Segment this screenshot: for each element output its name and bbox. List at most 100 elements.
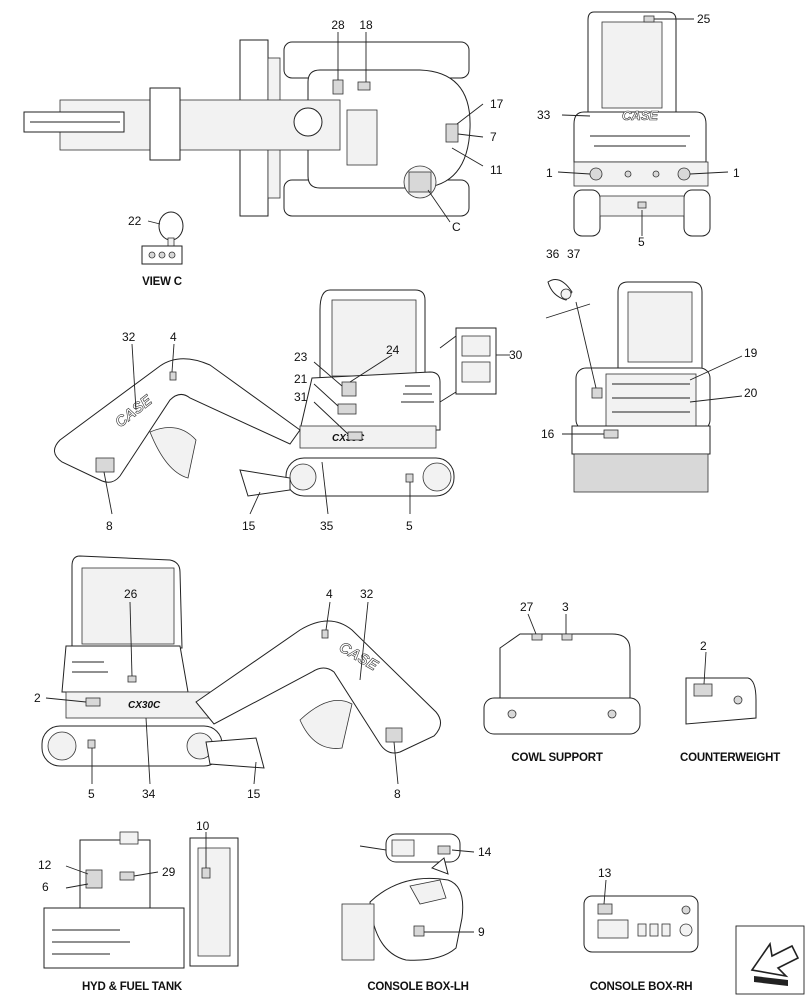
caption-cowl-support: COWL SUPPORT bbox=[511, 752, 602, 764]
joystick-knob bbox=[158, 211, 184, 241]
track-rear-left bbox=[573, 189, 601, 237]
callout-10: 10 bbox=[196, 819, 210, 833]
rear-view-leaders bbox=[557, 18, 729, 236]
console-box-lh-part bbox=[341, 833, 475, 961]
callout-37: 37 bbox=[567, 247, 581, 261]
decal-26 bbox=[127, 675, 137, 683]
callout-19: 19 bbox=[744, 346, 758, 360]
callout-26: 26 bbox=[124, 587, 138, 601]
engine-hood-side bbox=[299, 371, 441, 431]
decal-2-left bbox=[85, 697, 101, 707]
decal-4-left bbox=[321, 629, 329, 639]
track-block-rear bbox=[573, 453, 709, 493]
decal-2-counterweight bbox=[693, 683, 713, 697]
decal-8-side bbox=[95, 457, 115, 473]
decal-4-side bbox=[169, 371, 177, 381]
decal-27 bbox=[531, 633, 543, 641]
callout-28: 28 bbox=[331, 18, 345, 32]
cowl-support-part bbox=[483, 613, 641, 735]
top-view-leaders bbox=[337, 32, 484, 223]
decal-29 bbox=[119, 871, 135, 881]
bucket-left bbox=[299, 700, 353, 749]
decal-c bbox=[408, 171, 432, 193]
bucket-side bbox=[149, 427, 197, 479]
decal-18 bbox=[357, 81, 371, 91]
rear-view-machine: CASE bbox=[573, 11, 711, 237]
decal-10 bbox=[201, 867, 211, 879]
console-lh-side-block bbox=[341, 903, 375, 961]
callout-1-right: 1 bbox=[733, 166, 740, 180]
callout-27: 27 bbox=[520, 600, 534, 614]
decal-25 bbox=[643, 15, 655, 23]
left-view-leaders bbox=[45, 601, 399, 785]
counterweight-part bbox=[685, 651, 757, 725]
console-box-rh-part bbox=[583, 879, 699, 953]
arrow-nav-icon[interactable] bbox=[735, 925, 805, 995]
model-badge-left: CX30C bbox=[128, 700, 161, 711]
callout-17: 17 bbox=[490, 97, 504, 111]
decal-16 bbox=[603, 429, 619, 439]
cowl-base bbox=[483, 697, 641, 735]
decal-31 bbox=[347, 431, 363, 441]
callout-36: 36 bbox=[546, 247, 560, 261]
caption-view-c: VIEW C bbox=[142, 276, 182, 288]
decal-14 bbox=[437, 845, 451, 855]
callout-5-rear: 5 bbox=[638, 235, 645, 249]
decal-6-12 bbox=[85, 869, 103, 889]
decal-7 bbox=[445, 123, 459, 143]
lower-frame bbox=[571, 425, 711, 455]
callout-32-side: 32 bbox=[122, 330, 136, 344]
decal-5-left bbox=[87, 739, 96, 749]
decal-21 bbox=[337, 403, 357, 415]
callout-34: 34 bbox=[142, 787, 156, 801]
decal-19-area bbox=[591, 387, 603, 399]
callout-2-counterweight: 2 bbox=[700, 639, 707, 653]
callout-16: 16 bbox=[541, 427, 555, 441]
hyd-fuel-tank-part bbox=[43, 831, 239, 969]
arrow-glyph bbox=[750, 941, 800, 978]
decal-28 bbox=[332, 79, 344, 95]
rear-open-leaders bbox=[562, 355, 743, 435]
deck-side bbox=[299, 425, 437, 449]
callout-32-left: 32 bbox=[360, 587, 374, 601]
dozer-blade-side bbox=[239, 469, 291, 497]
callout-2-left: 2 bbox=[34, 691, 41, 705]
callout-22: 22 bbox=[128, 214, 142, 228]
side-view-leaders bbox=[103, 343, 510, 515]
caption-console-lh: CONSOLE BOX-LH bbox=[367, 981, 468, 993]
tank-lower bbox=[43, 907, 185, 969]
callout-33: 33 bbox=[537, 108, 551, 122]
callout-18: 18 bbox=[359, 18, 373, 32]
rear-cab-decal-inset bbox=[439, 327, 497, 403]
callout-9: 9 bbox=[478, 925, 485, 939]
callout-24: 24 bbox=[386, 343, 400, 357]
view-c-joystick bbox=[141, 211, 184, 265]
callout-30: 30 bbox=[509, 348, 523, 362]
callout-23: 23 bbox=[294, 350, 308, 364]
callout-29: 29 bbox=[162, 865, 176, 879]
callout-4-left: 4 bbox=[326, 587, 333, 601]
seat-top bbox=[346, 109, 378, 166]
top-view-machine bbox=[23, 39, 471, 217]
callout-5-left: 5 bbox=[88, 787, 95, 801]
boom-arm-left bbox=[195, 620, 441, 754]
rear-open-hood-view bbox=[545, 279, 711, 493]
callout-20: 20 bbox=[744, 386, 758, 400]
decal-3 bbox=[561, 633, 573, 641]
decal-13 bbox=[597, 903, 613, 915]
decal-1-right bbox=[677, 167, 691, 181]
track-rear-right bbox=[683, 189, 711, 237]
callout-31: 31 bbox=[294, 390, 308, 404]
callout-c: C bbox=[452, 220, 461, 234]
decal-8-left bbox=[385, 727, 403, 743]
side-view-machine-right: CX30C CASE bbox=[54, 289, 455, 497]
dozer-blade-left bbox=[205, 737, 265, 769]
callout-11: 11 bbox=[490, 163, 503, 177]
callout-6: 6 bbox=[42, 880, 49, 894]
callout-14: 14 bbox=[478, 845, 492, 859]
callout-35: 35 bbox=[320, 519, 334, 533]
callout-8-side: 8 bbox=[106, 519, 113, 533]
case-logo-rear: CASE bbox=[622, 108, 658, 123]
